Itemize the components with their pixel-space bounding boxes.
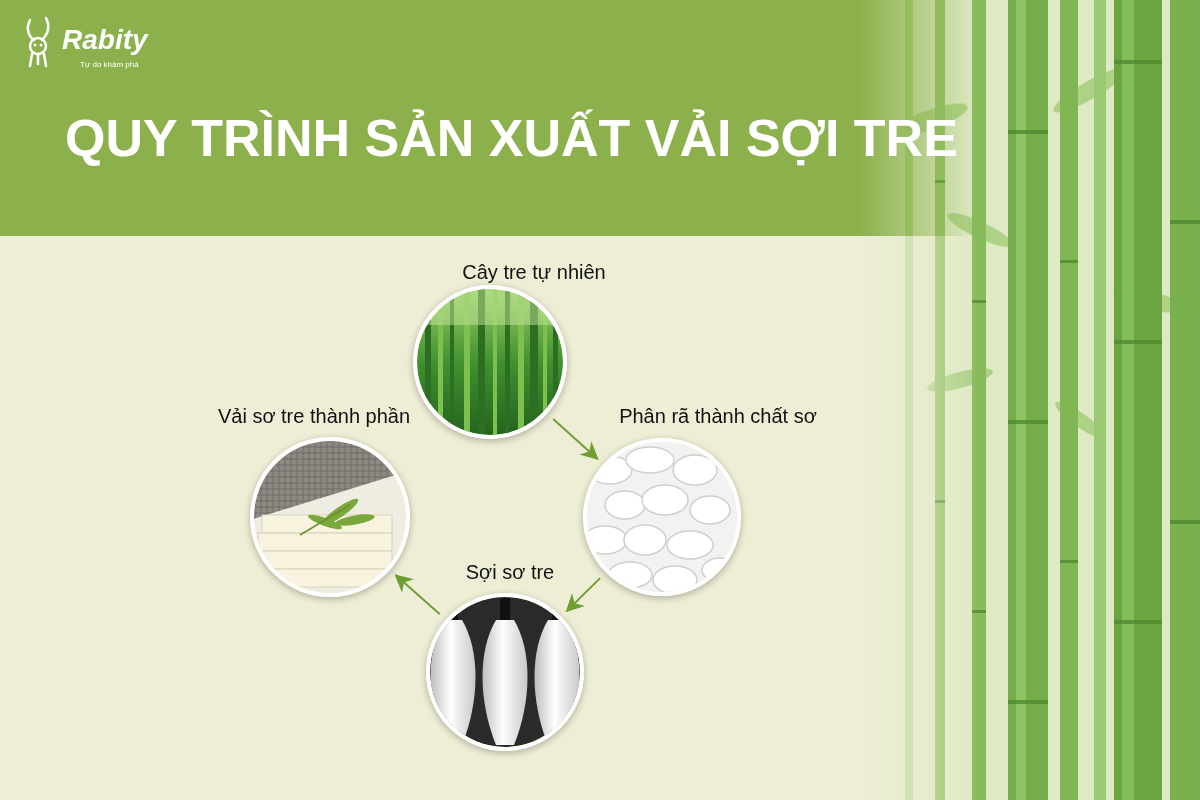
- fibre-photo: [580, 435, 745, 600]
- diagram-title: QUY TRÌNH SẢN XUẤT VẢI SỢI TRE: [65, 112, 958, 164]
- fabric-photo: [250, 438, 412, 598]
- flow-arrow: [567, 578, 600, 611]
- logo-text: Rabity: [62, 26, 148, 54]
- process-circle: Cây tre tự nhiên: [413, 285, 567, 439]
- step-label: Sợi sơ tre: [466, 560, 554, 584]
- step-label: Phân rã thành chất sơ: [619, 404, 817, 428]
- flow-arrow: [396, 575, 440, 614]
- flow-arrow: [553, 419, 597, 459]
- logo-tagline: Tự do khám phá: [80, 61, 139, 69]
- logo-icon: [28, 18, 48, 66]
- process-circle: Vải sơ tre thành phần: [250, 437, 410, 597]
- step-label: Vải sơ tre thành phần: [218, 404, 410, 428]
- step-label: Cây tre tự nhiên: [462, 260, 605, 284]
- process-circle: Phân rã thành chất sơ: [583, 438, 741, 596]
- bamboo-forest-photo: [410, 285, 570, 445]
- spool-photo: [425, 592, 590, 757]
- process-circle: Sợi sơ tre: [426, 593, 584, 751]
